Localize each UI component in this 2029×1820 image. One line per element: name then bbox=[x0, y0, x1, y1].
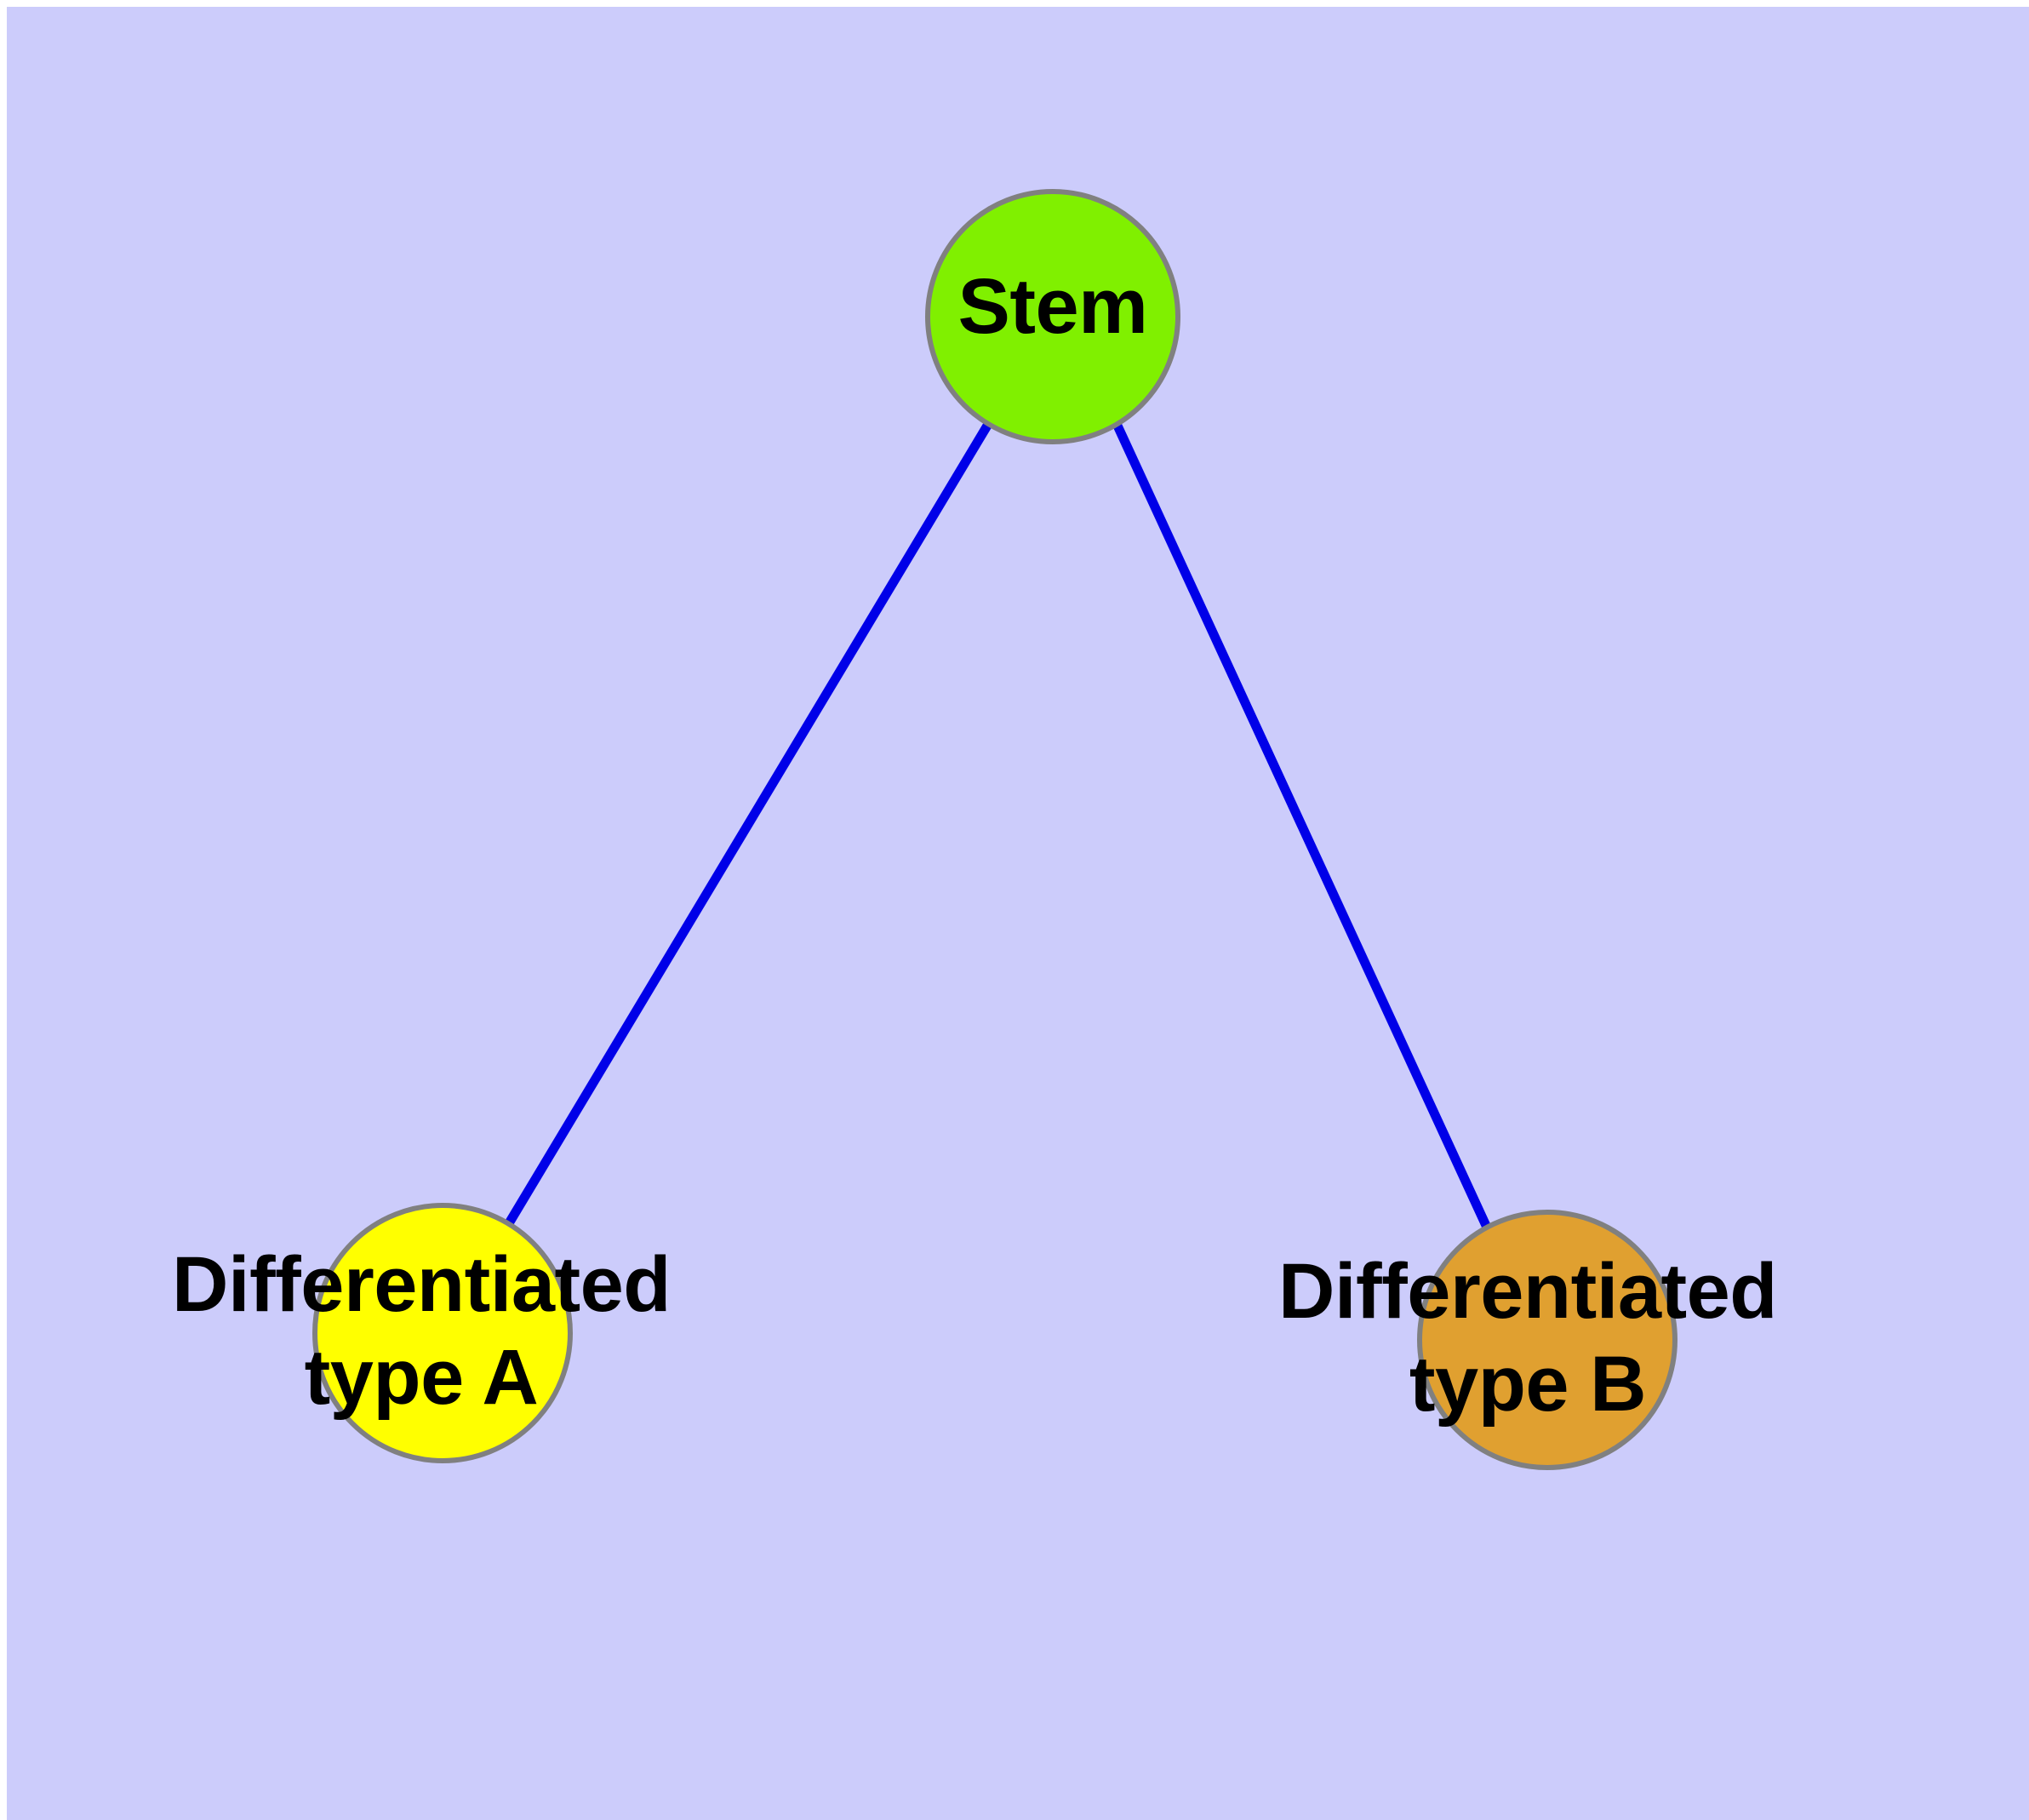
node-layer bbox=[312, 189, 1677, 1470]
edge-stem-to-diff-a bbox=[505, 423, 992, 1226]
edge-stem-to-diff-b bbox=[1113, 423, 1492, 1232]
node-diff-a-circle[interactable] bbox=[312, 1203, 573, 1463]
node-diff-b-circle[interactable] bbox=[1417, 1210, 1677, 1470]
node-stem-circle[interactable] bbox=[925, 189, 1180, 444]
edge-layer bbox=[505, 423, 1492, 1232]
